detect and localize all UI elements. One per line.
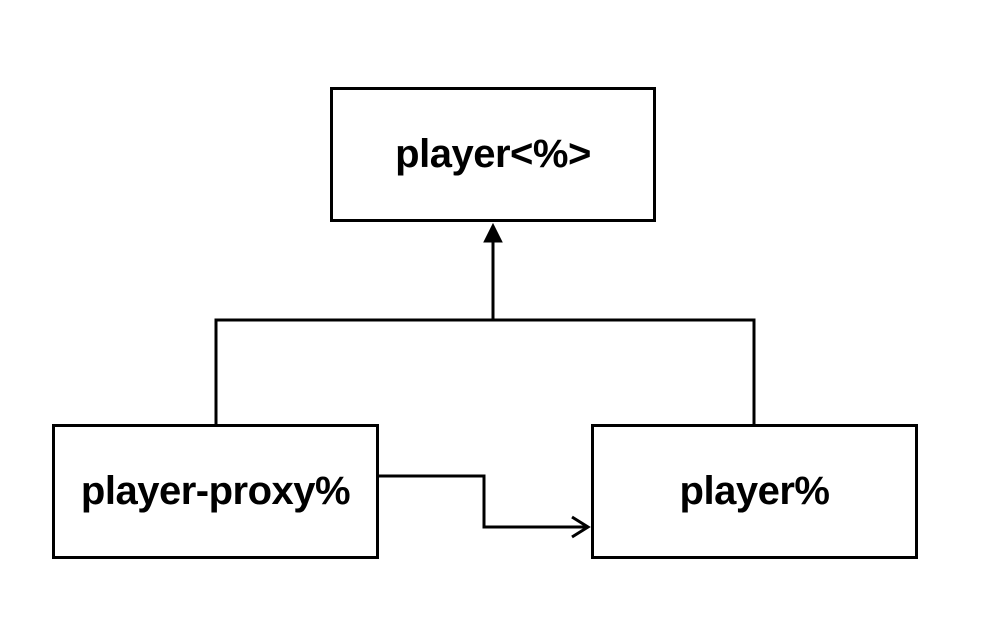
class-label-player-proxy: player-proxy% bbox=[80, 469, 351, 513]
association-arrowhead bbox=[571, 515, 591, 539]
class-label-player: player% bbox=[679, 469, 830, 513]
class-label-player-interface: player<%> bbox=[395, 132, 591, 176]
class-box-player-interface[interactable]: player<%> bbox=[330, 87, 656, 222]
class-box-player-proxy[interactable]: player-proxy% bbox=[52, 424, 379, 559]
inheritance-edge-proxy bbox=[214, 318, 493, 424]
inheritance-arrowhead bbox=[483, 222, 503, 243]
inheritance-edge-child bbox=[493, 318, 756, 424]
class-box-player[interactable]: player% bbox=[591, 424, 918, 559]
association-edge bbox=[379, 474, 586, 529]
